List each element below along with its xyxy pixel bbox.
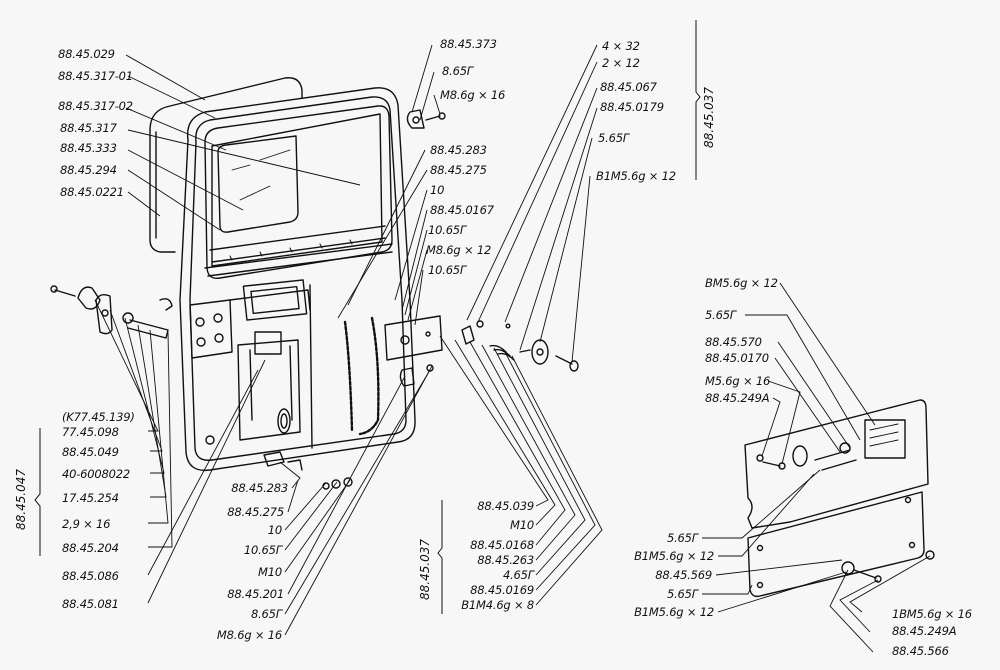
- part-label: 88.45.086: [62, 569, 119, 583]
- part-label: 88.45.0170: [705, 351, 769, 365]
- part-label: 10.65Г: [243, 543, 282, 557]
- part-label: 88.45.039: [477, 499, 534, 513]
- part-label: 88.45.067: [600, 80, 657, 94]
- part-label: 88.45.263: [477, 553, 534, 567]
- part-label: M8.6g × 12: [426, 243, 492, 257]
- part-label: 40-6008022: [62, 467, 130, 481]
- part-label: 8.65Г: [442, 64, 474, 78]
- lock-parts: [461, 320, 579, 372]
- part-label: 88.45.249A: [705, 391, 770, 405]
- group-braces: [34, 20, 701, 614]
- part-label: 4.65Г: [502, 568, 534, 582]
- part-label: (K77.45.139): [62, 410, 135, 424]
- part-label: 88.45.373: [440, 37, 497, 51]
- part-label: 5.65Г: [705, 308, 737, 322]
- part-label: 5.65Г: [598, 131, 630, 145]
- part-label: 88.45.566: [892, 644, 949, 658]
- part-label: M10: [258, 565, 282, 579]
- part-label: 10: [267, 523, 282, 537]
- part-label: 88.45.0167: [430, 203, 494, 217]
- part-label: 4 × 32: [602, 39, 640, 53]
- part-label: M8.6g × 16: [440, 88, 506, 102]
- part-label: 88.45.0168: [470, 538, 534, 552]
- part-label: 88.45.249A: [892, 624, 957, 638]
- panel-assembly: [744, 399, 935, 598]
- part-label: 88.45.283: [231, 481, 288, 495]
- part-label: 17.45.254: [62, 491, 119, 505]
- part-label: M5.6g × 16: [705, 374, 771, 388]
- part-label: 88.45.029: [58, 47, 115, 61]
- part-label: 10.65Г: [428, 223, 467, 237]
- group-label: 88.45.037: [702, 86, 716, 148]
- part-label: BM5.6g × 12: [705, 276, 778, 290]
- part-label: B1M5.6g × 12: [634, 605, 714, 619]
- part-label: 1BM5.6g × 16: [892, 607, 972, 621]
- part-label: 88.45.283: [430, 143, 487, 157]
- part-label: 2 × 12: [602, 56, 640, 70]
- part-label: M10: [510, 518, 534, 532]
- part-label: 5.65Г: [666, 531, 698, 545]
- part-label: 88.45.275: [227, 505, 284, 519]
- group-label: 88.45.037: [418, 538, 432, 600]
- part-label: M8.6g × 16: [216, 628, 282, 642]
- part-label: 88.45.317-02: [58, 99, 133, 113]
- part-label: 88.45.049: [62, 445, 119, 459]
- part-label: 8.65Г: [250, 607, 282, 621]
- part-label: 88.45.204: [62, 541, 119, 555]
- part-label: 10: [430, 183, 445, 197]
- part-label: 88.45.294: [60, 163, 117, 177]
- part-label: 2,9 × 16: [62, 517, 111, 531]
- part-label: B1M4.6g × 8: [461, 598, 534, 612]
- part-label: 88.45.0179: [600, 100, 664, 114]
- part-label: 10.65Г: [428, 263, 467, 277]
- part-label: 88.45.0169: [470, 583, 534, 597]
- leader-lines: [94, 44, 931, 653]
- group-label: 88.45.047: [14, 468, 28, 530]
- part-label: 88.45.333: [60, 141, 117, 155]
- part-label: 88.45.317-01: [58, 69, 133, 83]
- part-label: 88.45.570: [705, 335, 762, 349]
- part-label: 88.45.317: [60, 121, 117, 135]
- door-frame: [149, 77, 443, 472]
- part-label: 88.45.201: [227, 587, 284, 601]
- hinge-part: [406, 109, 446, 129]
- part-label: 5.65Г: [666, 587, 698, 601]
- part-label: 88.45.569: [655, 568, 712, 582]
- part-label: 88.45.081: [62, 597, 119, 611]
- door-check-strap: [50, 285, 173, 339]
- part-label: 88.45.0221: [60, 185, 124, 199]
- part-label: B1M5.6g × 12: [596, 169, 676, 183]
- part-label: B1M5.6g × 12: [634, 549, 714, 563]
- part-label: 77.45.098: [62, 425, 119, 439]
- part-label: 88.45.275: [430, 163, 487, 177]
